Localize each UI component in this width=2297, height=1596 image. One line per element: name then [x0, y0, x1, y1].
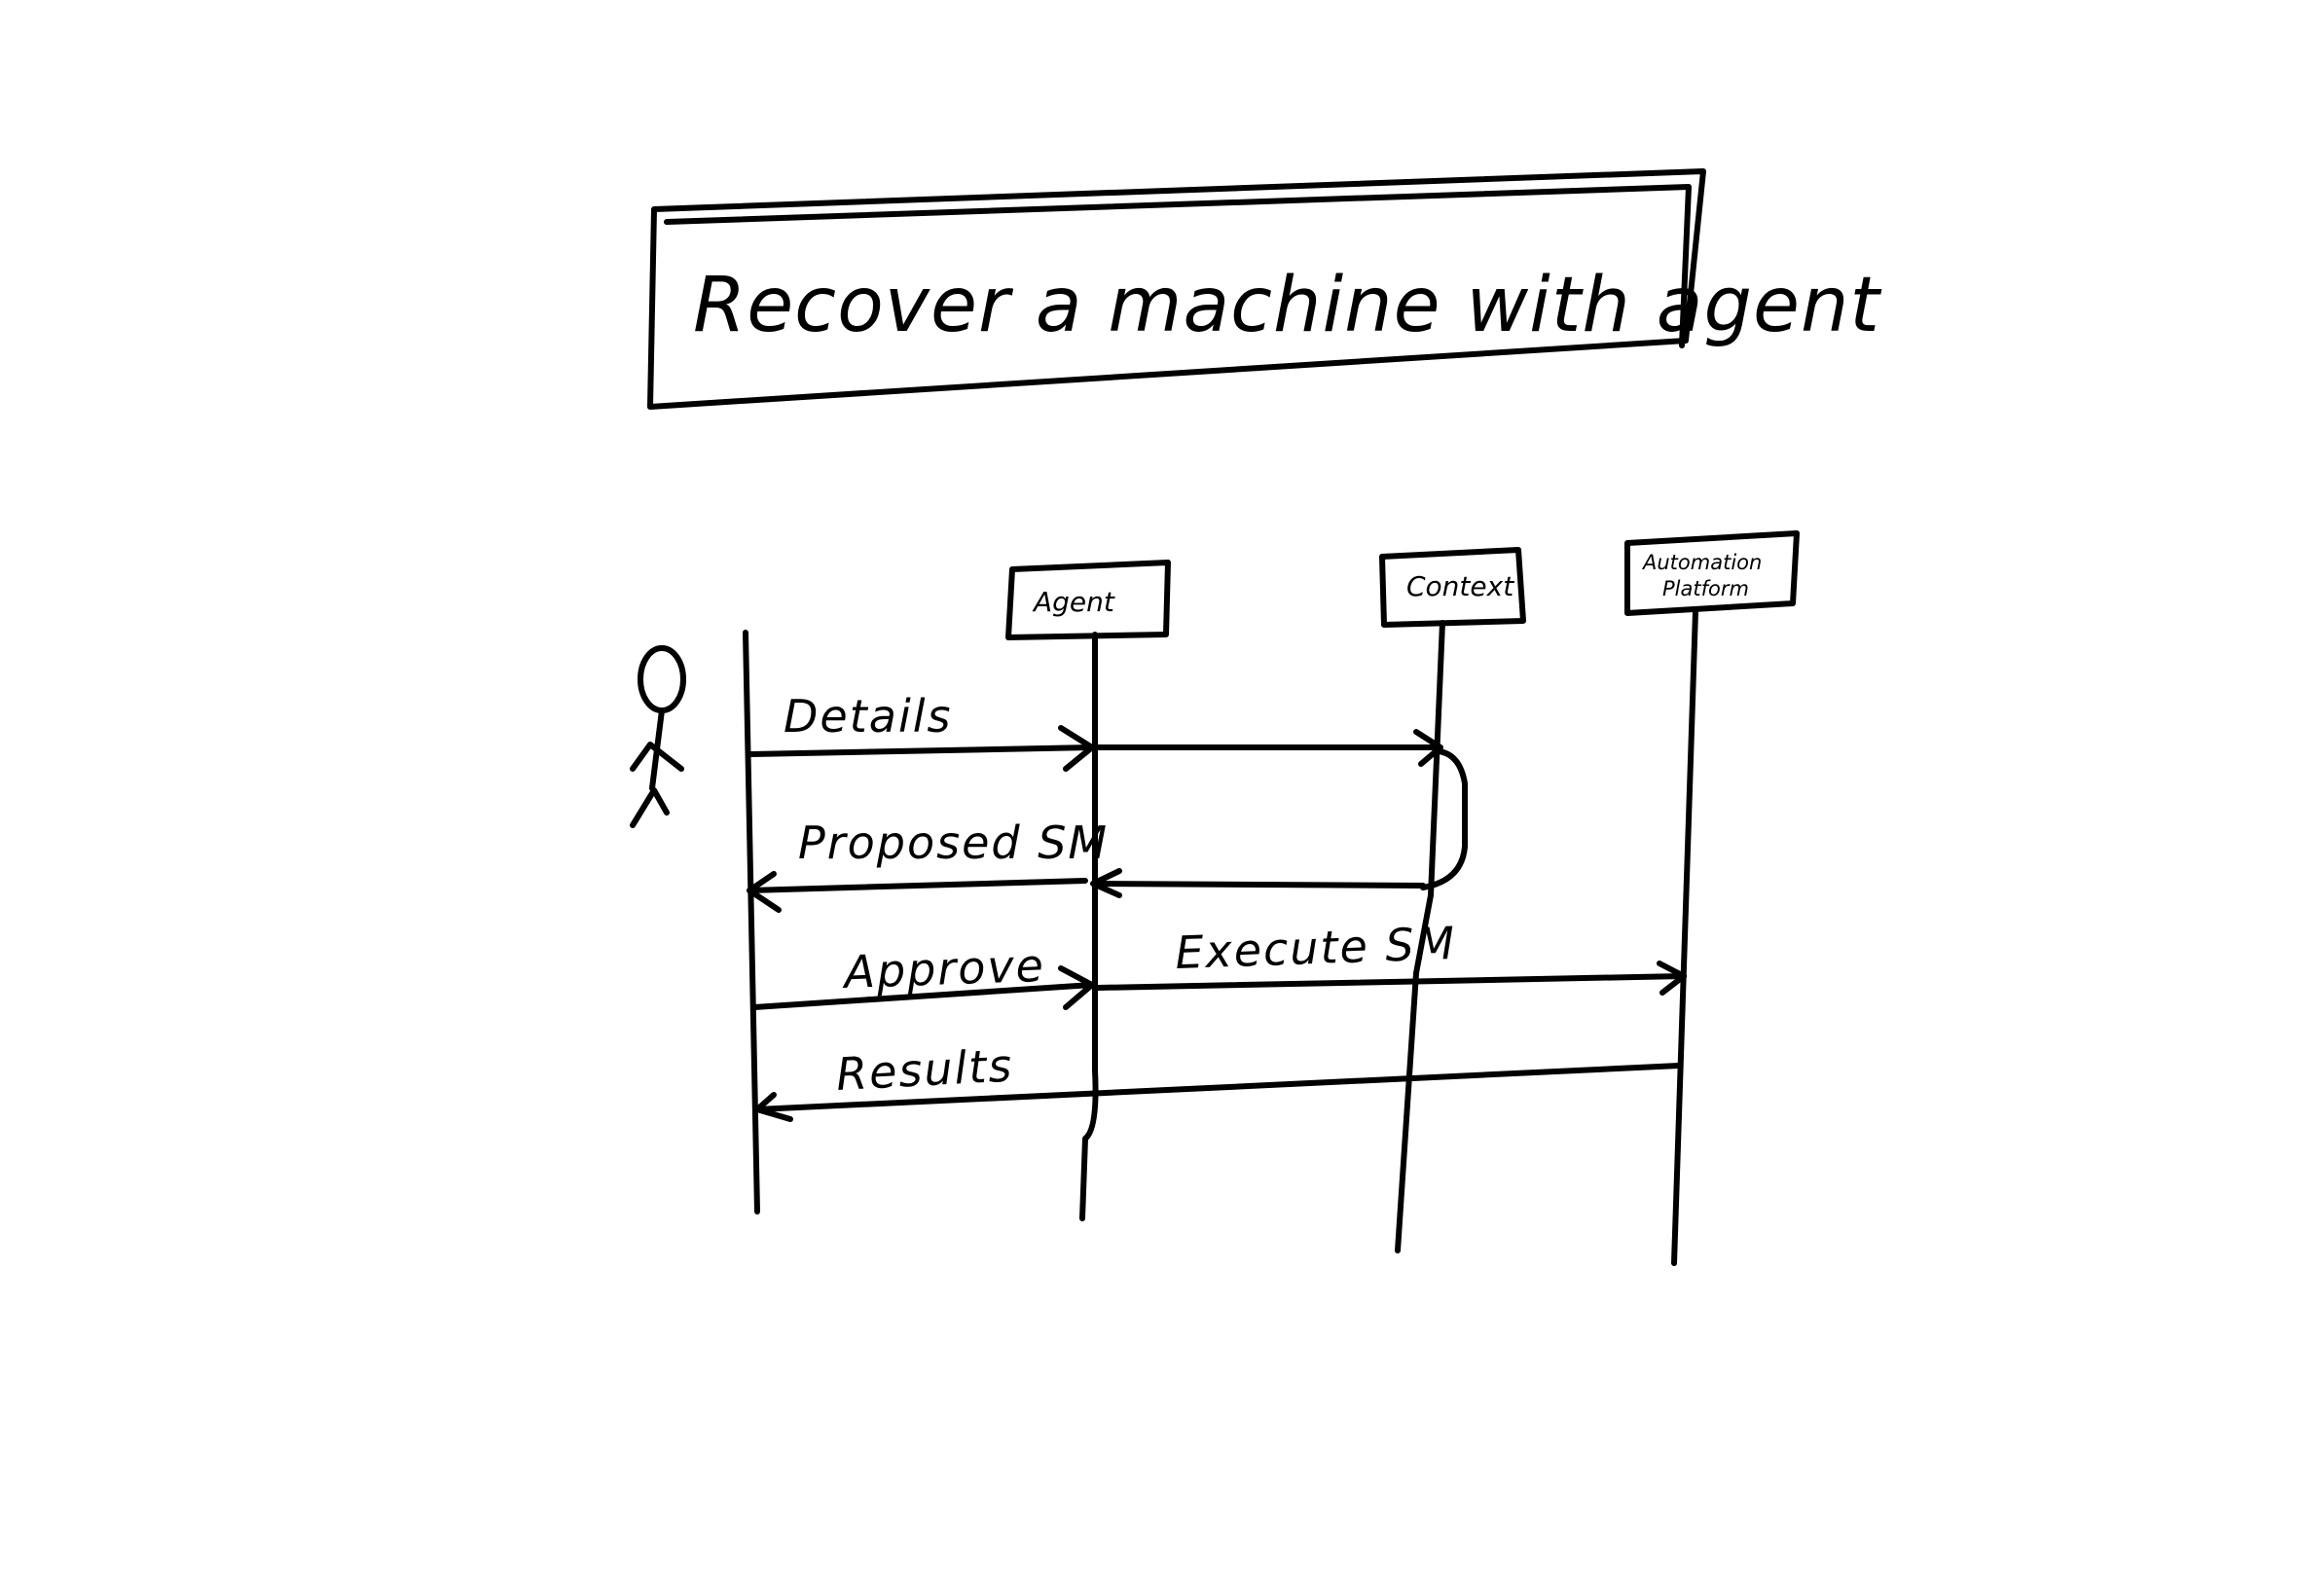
title-box: Recover a machine with agent [647, 168, 1881, 410]
message-line-results [754, 1063, 1682, 1112]
actor-head [638, 645, 686, 713]
message-arrowhead-proposed-b [747, 871, 782, 913]
participant-context: Context [1379, 547, 1526, 1253]
stick-figure-icon [630, 645, 686, 828]
message-label-results: Results [835, 1039, 1015, 1101]
message-arrowhead-execute [1657, 961, 1687, 996]
message-label-details: Details [784, 690, 952, 743]
message-arrowhead-proposed-a [1090, 868, 1122, 898]
participant-platform: Automation Platform [1624, 530, 1800, 1266]
participant-box-platform [1624, 530, 1800, 616]
message-line-proposed-a [1092, 881, 1426, 889]
participant-label-context: Context [1406, 570, 1514, 602]
participant-box-agent [1005, 560, 1171, 640]
message-label-proposed: Proposed SM [798, 816, 1109, 869]
message-label-execute: Execute SM [1174, 917, 1457, 979]
message-line-execute [1095, 973, 1687, 991]
message-line-details-a [748, 744, 1095, 757]
message-proposed: Proposed SM [747, 816, 1426, 913]
actor-arms [630, 742, 684, 772]
message-arrowhead-results [754, 1092, 793, 1122]
participant-box-context [1379, 547, 1526, 628]
message-line-approve [751, 982, 1095, 1010]
participant-agent: Agent [1005, 560, 1171, 1221]
message-results: Results [754, 1039, 1682, 1122]
message-arrowhead-approve [1058, 965, 1095, 1010]
actor-legs [630, 787, 670, 828]
message-line-proposed-b [747, 878, 1088, 893]
lifeline-agent [1079, 632, 1099, 1221]
participant-label-platform-line1: Automation [1641, 551, 1762, 574]
lifeline-user [743, 630, 760, 1215]
lifeline-context [1395, 620, 1445, 1253]
self-loop-context [1420, 748, 1468, 890]
participant-label-agent: Agent [1032, 586, 1115, 618]
message-approve: Approve [751, 939, 1095, 1010]
participant-label-platform-line2: Platform [1662, 577, 1749, 600]
message-execute: Execute SM [1095, 917, 1687, 996]
message-details: Details [748, 690, 1443, 772]
lifeline-platform [1671, 608, 1698, 1266]
diagram-title: Recover a machine with agent [693, 262, 1881, 349]
message-arrowhead-details-b [1413, 729, 1443, 767]
title-box-frame [647, 168, 1706, 410]
